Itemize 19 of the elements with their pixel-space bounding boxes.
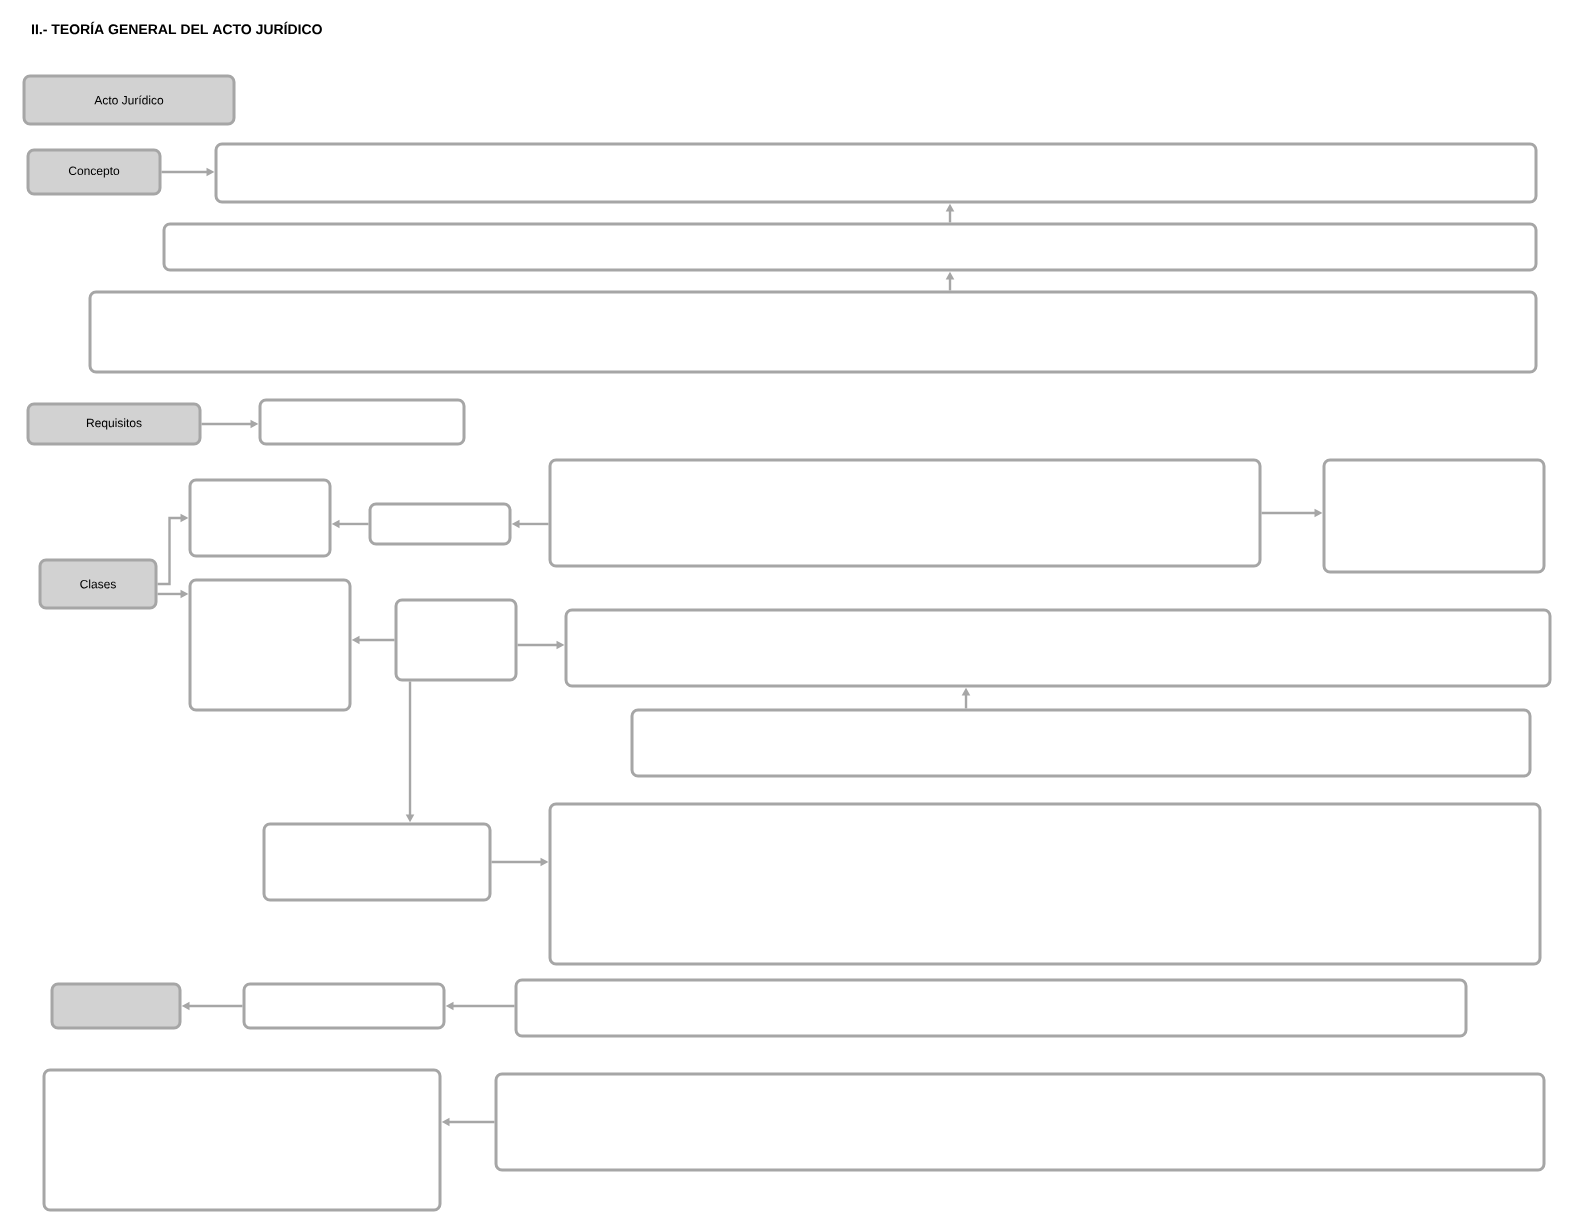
note-box (630, 708, 1532, 778)
note-box (548, 458, 1262, 568)
note-box (42, 1068, 442, 1212)
note-box (258, 398, 466, 446)
note-box (188, 478, 332, 558)
note-box (548, 802, 1542, 966)
note-box (262, 822, 492, 902)
note-box (368, 502, 512, 546)
note-box (1322, 458, 1546, 574)
note-box (514, 978, 1468, 1038)
note-box (394, 598, 518, 682)
note-box (214, 142, 1538, 204)
note-box (564, 608, 1552, 688)
note-box (188, 578, 352, 712)
note-box (494, 1072, 1546, 1172)
note-box (162, 222, 1538, 272)
note-box (88, 290, 1538, 374)
note-box (242, 982, 446, 1030)
note-box (50, 982, 182, 1030)
